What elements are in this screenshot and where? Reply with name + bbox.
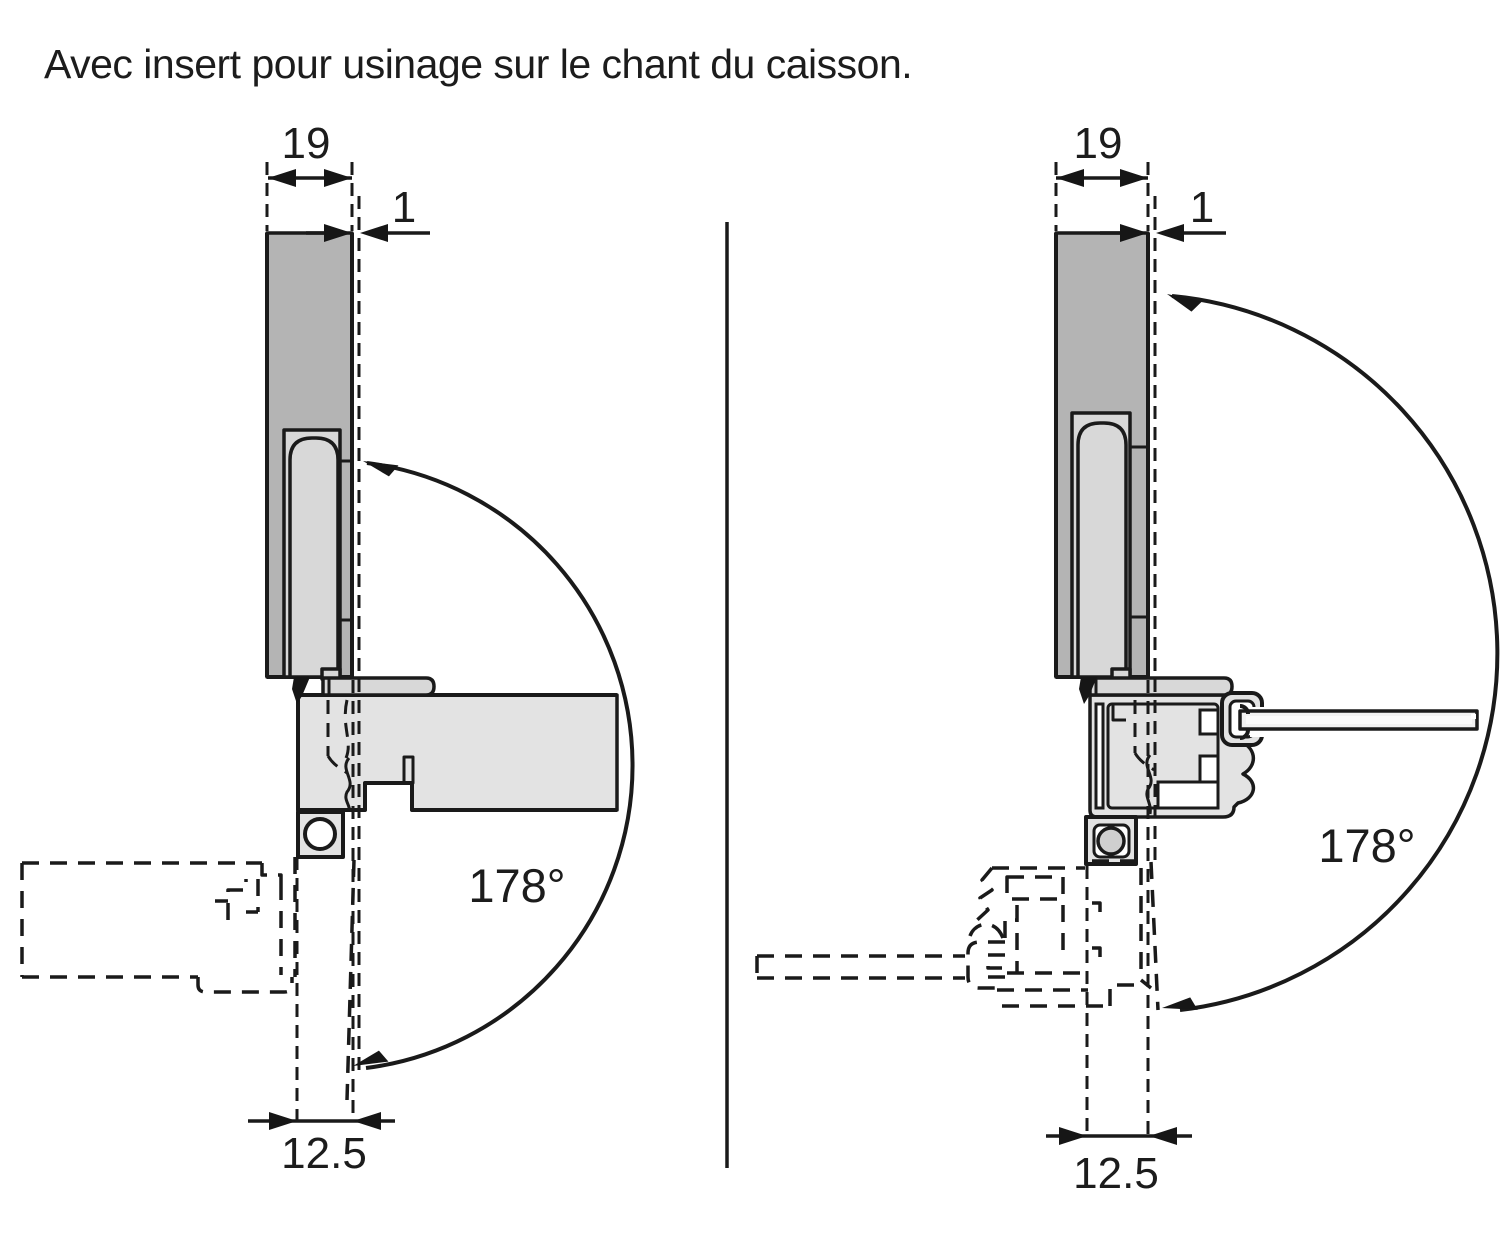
right-frame-profile xyxy=(1088,693,1256,819)
arc-arrowhead-bottom xyxy=(353,1050,389,1066)
dim-19-arrow-left xyxy=(1056,169,1084,187)
right-hinge-cup xyxy=(1070,411,1148,681)
dim-1-arrow-left xyxy=(1120,224,1148,242)
arc-arrowhead-bottom xyxy=(1162,997,1198,1010)
hidden-insert-curve xyxy=(343,699,350,759)
left-diagram: 19 1 12.5 178° xyxy=(20,119,635,1178)
pivot-axis-circle xyxy=(1096,826,1126,856)
open-frame-corner xyxy=(1139,978,1153,990)
label-bottom-offset: 12.5 xyxy=(1073,1149,1159,1198)
hinge-cup-dome xyxy=(288,436,340,677)
open-glass-panel xyxy=(755,954,965,980)
dim-125-arrow-left xyxy=(1059,1127,1087,1145)
label-door-thickness: 19 xyxy=(282,119,331,168)
hinge-cup-body xyxy=(1070,411,1132,679)
frame-profile-slot xyxy=(1094,702,1105,810)
dim-1-arrow-right xyxy=(1156,224,1184,242)
dim-125-arrow-right xyxy=(353,1112,381,1130)
left-open-door-outline xyxy=(20,857,356,1101)
right-opening-arc xyxy=(1162,294,1500,1012)
hinge-arm-body xyxy=(321,676,436,697)
hinge-cup-notches xyxy=(1130,445,1148,619)
open-clamp-slot xyxy=(986,953,1005,979)
open-frame-right-block xyxy=(1092,859,1143,980)
dim-125-arrow-left xyxy=(269,1112,297,1130)
label-front-gap: 1 xyxy=(1190,183,1214,232)
arc-arrowhead-top xyxy=(1167,294,1202,312)
frame-step-detail xyxy=(1111,704,1126,722)
open-clamp-bump xyxy=(968,922,1005,939)
open-frame-chamber xyxy=(1005,875,1065,901)
arc-178 xyxy=(365,461,635,1070)
dim-1-arrow-left xyxy=(324,224,352,242)
hinge-cup-dome xyxy=(1076,421,1128,677)
dim-1-arrow-right xyxy=(360,224,388,242)
open-door-face-line xyxy=(1149,861,1160,1011)
open-frame-inner-step xyxy=(1003,918,1017,938)
glass-gasket-bottom xyxy=(1239,729,1250,740)
open-door-pocket xyxy=(215,879,260,920)
right-hidden-lines xyxy=(1054,162,1157,1136)
dim-19-arrow-right xyxy=(324,169,352,187)
label-door-thickness: 19 xyxy=(1074,119,1123,168)
dim-19-arrow-right xyxy=(1120,169,1148,187)
right-diagram: 19 1 12.5 178° xyxy=(755,119,1500,1198)
label-opening-angle: 178° xyxy=(468,859,565,912)
right-dimensions xyxy=(1046,169,1226,1145)
frame-pocket-top xyxy=(1198,708,1220,736)
left-hinge-cup xyxy=(282,428,352,681)
label-bottom-offset: 12.5 xyxy=(281,1129,367,1178)
frame-pocket-mid xyxy=(1198,754,1220,786)
hinge-cup-body xyxy=(282,428,342,679)
hinge-arm-body xyxy=(1088,676,1234,697)
glass-end-break xyxy=(1471,714,1476,719)
open-glass-clamp xyxy=(966,940,1005,990)
hinge-knuckle xyxy=(292,677,310,704)
right-pivot-block xyxy=(1084,815,1138,866)
left-opening-arc xyxy=(353,461,635,1070)
insert-break-line xyxy=(344,757,352,812)
insert-step-detail xyxy=(402,755,415,785)
right-open-door-outline xyxy=(755,859,1160,1011)
open-door-face-line xyxy=(345,859,356,1101)
frame-pocket-bottom xyxy=(1156,780,1220,810)
right-glass-assembly xyxy=(1220,691,1479,747)
open-frame-left-steps xyxy=(973,866,994,924)
page-title: Avec insert pour usinage sur le chant du… xyxy=(44,41,912,87)
pivot-axis-circle xyxy=(303,817,337,851)
glass-gasket-top xyxy=(1239,704,1250,715)
arc-arrowhead-top xyxy=(363,461,399,477)
left-pivot-block xyxy=(296,810,345,859)
open-frame-inner-walls xyxy=(1015,905,1065,972)
right-hinge-arm xyxy=(1088,676,1234,697)
open-door-cup-walls xyxy=(279,857,297,977)
hinge-knuckle xyxy=(1079,677,1097,704)
left-dimensions xyxy=(248,169,430,1130)
label-front-gap: 1 xyxy=(392,183,416,232)
open-door-cup-bump xyxy=(196,977,294,994)
open-door-step xyxy=(260,863,283,883)
cabinet-panel-outline xyxy=(296,693,617,812)
dim-19-arrow-left xyxy=(268,169,296,187)
arc-178 xyxy=(1171,294,1500,1012)
glass-panel-core xyxy=(1246,716,1472,724)
frame-hidden-curve xyxy=(1133,752,1155,772)
label-opening-angle: 178° xyxy=(1318,819,1415,872)
open-frame-notches xyxy=(1092,901,1102,960)
hinge-cup-notches xyxy=(340,459,352,622)
dim-125-arrow-right xyxy=(1149,1127,1177,1145)
left-hinge-arm xyxy=(321,676,436,697)
open-frame-bottom xyxy=(997,971,1145,1008)
